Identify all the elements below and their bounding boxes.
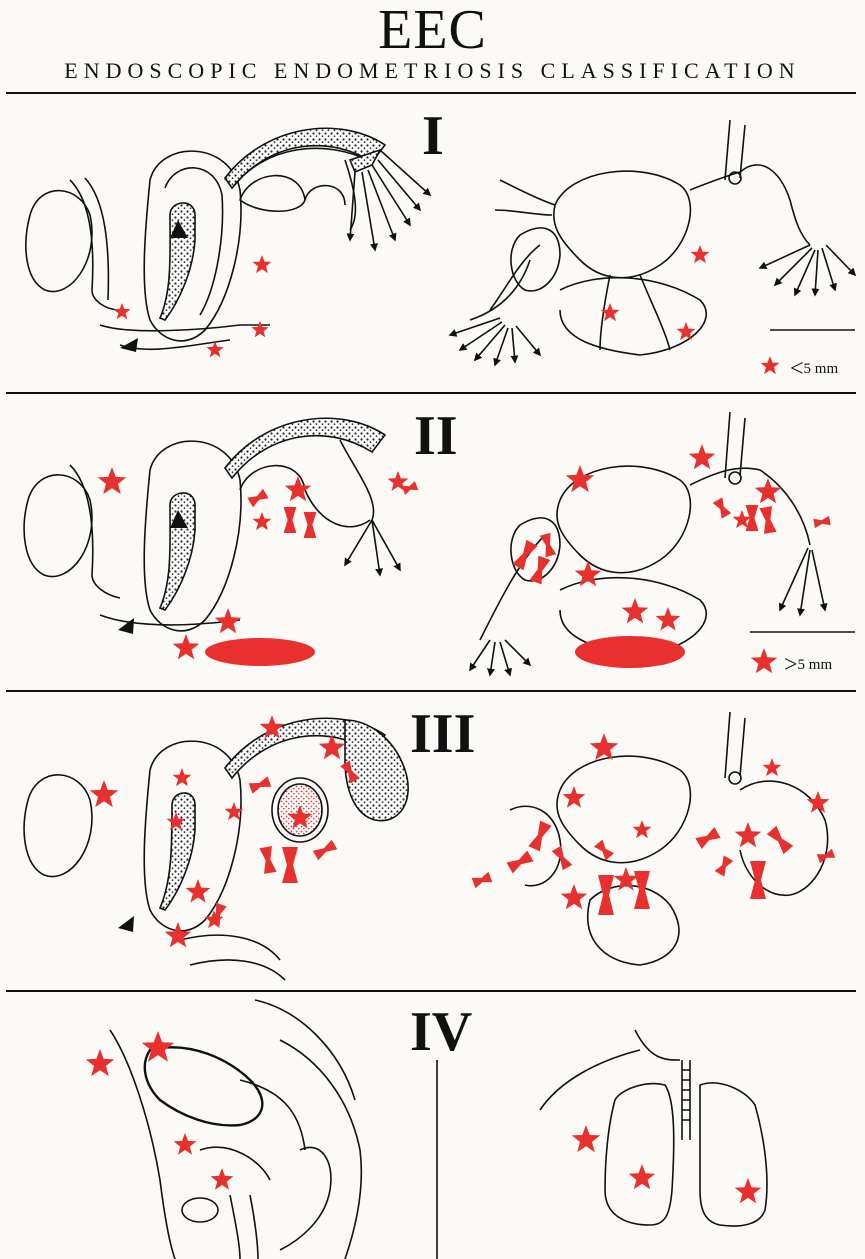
lesion-implant bbox=[767, 826, 794, 854]
lesion-implant bbox=[713, 497, 732, 518]
lesion-star bbox=[174, 1133, 197, 1155]
lesion-implant bbox=[634, 871, 650, 909]
lesion-star bbox=[173, 634, 200, 659]
lesion-stars bbox=[86, 245, 830, 1203]
lesion-implant bbox=[513, 540, 538, 571]
lesion-implant bbox=[249, 776, 272, 793]
lesion-implant bbox=[506, 851, 533, 874]
lesion-star bbox=[689, 444, 716, 469]
lesion-implant bbox=[259, 846, 276, 874]
lesion-star bbox=[165, 922, 192, 947]
lesion-implant bbox=[209, 903, 226, 926]
stage-3-arrowhead-marker bbox=[118, 916, 134, 932]
stage-2-sagittal-view bbox=[24, 418, 400, 631]
lesion-star bbox=[211, 1168, 234, 1190]
lesion-implant bbox=[304, 512, 317, 538]
lesion-star bbox=[656, 607, 681, 631]
lesion-star bbox=[735, 822, 762, 847]
lesion-implant bbox=[530, 556, 551, 585]
lesion-star bbox=[735, 1178, 762, 1203]
lesion-star bbox=[251, 321, 268, 337]
lesion-implant bbox=[759, 506, 776, 534]
stage-1-sagittal-view bbox=[26, 128, 430, 349]
lesion-star bbox=[285, 476, 312, 501]
lesion-implant bbox=[284, 507, 297, 533]
lesion-star bbox=[173, 768, 192, 786]
stage-3-sagittal-view bbox=[24, 718, 408, 980]
lesion-implant bbox=[540, 533, 557, 557]
lesion-star bbox=[763, 758, 782, 776]
lesion-implant bbox=[750, 861, 766, 899]
lesion-implant bbox=[282, 847, 298, 883]
stage-1-arrowhead-marker bbox=[120, 338, 138, 352]
lesion-star bbox=[691, 245, 710, 263]
lesion-star bbox=[98, 467, 127, 494]
stage-1-frontal-view bbox=[470, 120, 855, 355]
lesion-implant bbox=[313, 840, 338, 861]
lesion-implant bbox=[402, 481, 418, 495]
lesion-star bbox=[751, 648, 778, 673]
stage-2-frontal-lesion-plaque bbox=[575, 636, 685, 668]
stage-2-sagittal-lesion-plaque bbox=[205, 638, 315, 666]
lesion-implant bbox=[813, 516, 830, 528]
lesion-implant bbox=[695, 827, 720, 849]
lesion-star bbox=[90, 780, 119, 807]
lesion-star bbox=[622, 598, 649, 623]
lesion-star bbox=[629, 1164, 656, 1189]
lesion-implant bbox=[552, 846, 573, 871]
lesion-star bbox=[253, 255, 272, 273]
lesion-star bbox=[561, 884, 588, 909]
lesion-star bbox=[86, 1049, 115, 1076]
lesion-implants bbox=[209, 481, 835, 925]
lesion-star bbox=[113, 303, 130, 319]
stage-4-pelvis-view bbox=[110, 1000, 361, 1259]
lesion-implant bbox=[598, 875, 614, 915]
lesion-implant bbox=[247, 489, 268, 508]
lesion-implant bbox=[472, 872, 493, 889]
lesion-star bbox=[633, 820, 652, 838]
lesion-star bbox=[563, 786, 586, 808]
lesion-implant bbox=[528, 821, 551, 852]
lesion-star bbox=[186, 879, 211, 903]
lesion-star bbox=[572, 1125, 601, 1152]
lesion-star bbox=[253, 512, 272, 530]
lesion-star bbox=[807, 791, 830, 813]
lesion-star bbox=[566, 465, 595, 492]
stage-4-thorax-view bbox=[540, 1030, 767, 1226]
lesion-star bbox=[590, 733, 619, 760]
lesion-star bbox=[761, 356, 780, 374]
lesion-star bbox=[677, 322, 696, 340]
lesion-implant bbox=[715, 855, 734, 876]
lesion-star bbox=[215, 608, 242, 633]
lesion-star bbox=[755, 478, 782, 503]
